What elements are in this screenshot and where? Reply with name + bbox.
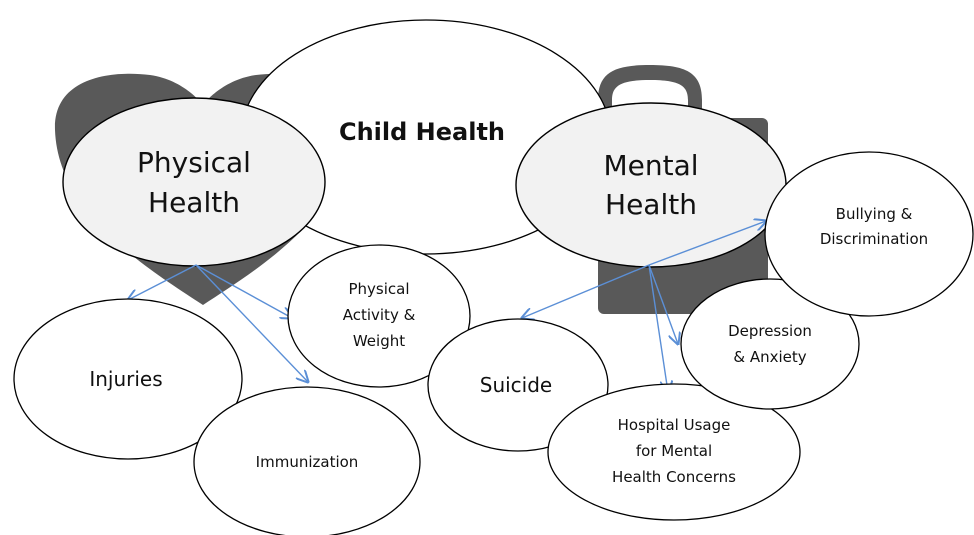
arrow-mental-to-bullying: [648, 221, 766, 266]
depression-anxiety-bubble: [680, 278, 860, 410]
hospital-usage-bubble: [547, 383, 801, 521]
suicide-label: Suicide: [480, 373, 552, 397]
depression-anxiety-label-line1: Depression: [728, 322, 812, 340]
bullying-discrimination-bubble: [764, 151, 974, 317]
hospital-usage-label-line3: Health Concerns: [612, 468, 736, 486]
depression-anxiety-label-line2: & Anxiety: [733, 348, 806, 366]
child-health-label: Child Health: [339, 118, 505, 146]
hospital-usage-label-line1: Hospital Usage: [618, 416, 731, 434]
mental-health-label-line2: Health: [605, 188, 697, 221]
injuries-label: Injuries: [89, 367, 162, 391]
physical-health-label-line1: Physical: [137, 146, 251, 179]
physical-activity-label-line1: Physical: [348, 280, 409, 298]
arrow-mental-to-depression: [648, 264, 678, 344]
arrow-physical-to-injuries: [128, 264, 197, 300]
arrow-physical-to-immunization: [195, 264, 308, 382]
injuries-bubble: [13, 298, 243, 460]
physical-health-bubble: [62, 97, 326, 267]
mental-health-bubble: [515, 102, 787, 268]
hospital-usage-label-line2: for Mental: [636, 442, 712, 460]
arrow-physical-to-activity: [195, 264, 292, 318]
physical-health-label-line2: Health: [148, 186, 240, 219]
bullying-discrimination-label-line1: Bullying &: [836, 205, 913, 223]
bullying-discrimination-label-line2: Discrimination: [820, 230, 928, 248]
physical-activity-label-line3: Weight: [353, 332, 405, 350]
arrow-mental-to-hospital: [648, 264, 668, 392]
mental-health-label-line1: Mental: [603, 149, 698, 182]
arrow-mental-to-suicide: [522, 264, 650, 318]
immunization-label: Immunization: [256, 453, 359, 471]
physical-activity-weight-bubble: [287, 244, 471, 388]
suicide-bubble: [427, 318, 609, 452]
immunization-bubble: [193, 386, 421, 535]
physical-activity-label-line2: Activity &: [343, 306, 416, 324]
